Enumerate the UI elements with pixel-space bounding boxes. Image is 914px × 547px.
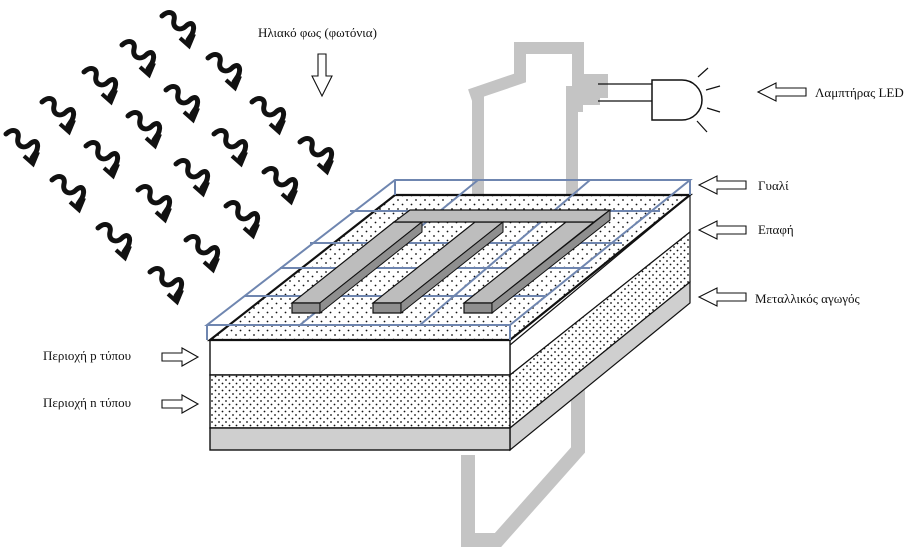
led-lamp-label: Λαμπτήρας LED (815, 85, 904, 100)
led-lamp-icon (598, 67, 721, 133)
cell-front-face (209, 339, 511, 451)
down-arrow-icon (311, 53, 333, 98)
top-contact-electrode (290, 208, 612, 315)
metal-conductor-label: Μεταλλικός αγωγός (755, 291, 860, 306)
metal-conductor-layer (209, 427, 511, 451)
hollow-arrow-icon-right (161, 347, 200, 414)
hollow-arrow-icon-left (697, 82, 807, 307)
p-region-label: Περιοχή p τύπου (43, 348, 132, 363)
n-region-layer (209, 374, 511, 429)
photon-squiggle-arrow-icon (6, 13, 332, 302)
cell-right-face (509, 193, 691, 452)
p-region-layer (209, 339, 511, 376)
sunlight-label: Ηλιακό φως (φωτόνια) (258, 25, 377, 40)
glass-label: Γυαλί (758, 178, 789, 193)
contact-label: Επαφή (758, 222, 794, 237)
n-region-label: Περιοχή n τύπου (43, 395, 132, 410)
